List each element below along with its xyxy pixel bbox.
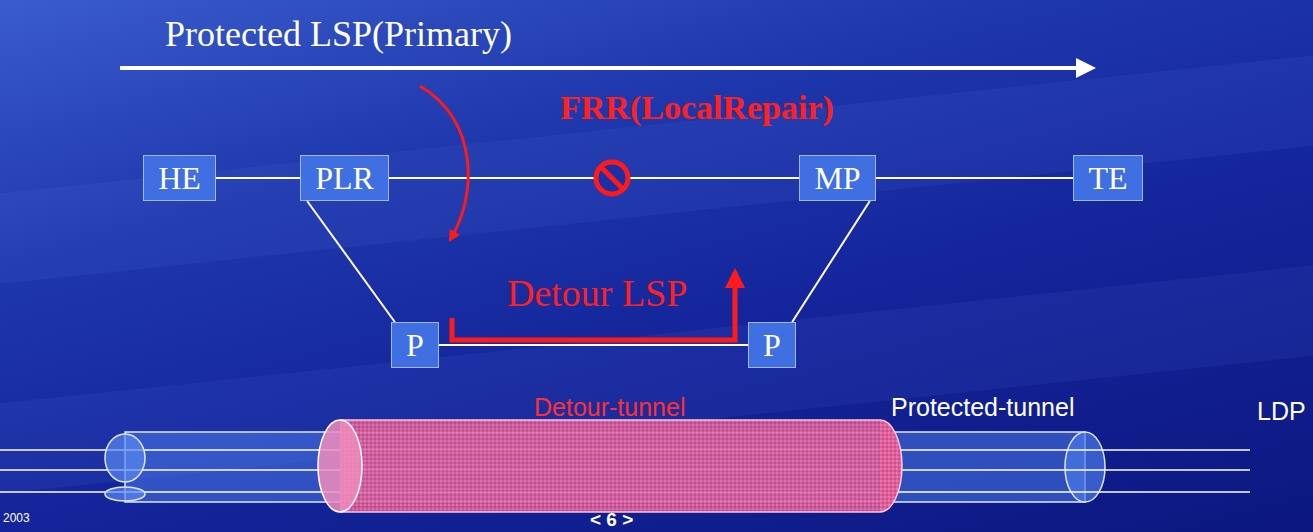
prohibition-sign	[596, 162, 628, 194]
protocol-label: LDP	[1257, 397, 1306, 426]
node-label: MP	[814, 162, 860, 194]
router-box: HE	[143, 155, 216, 201]
tunnel-illustration	[0, 420, 1250, 512]
router-box: MP	[799, 155, 876, 201]
node-label: TE	[1088, 162, 1127, 194]
router-box: P	[391, 322, 439, 368]
detour-label: Detour LSP	[507, 272, 688, 316]
tunnel-label: Protected-tunnel	[891, 393, 1074, 422]
page-number: < 6 >	[590, 509, 633, 531]
node-label: PLR	[315, 162, 374, 194]
detour-path	[452, 272, 735, 340]
node-label: P	[763, 329, 781, 361]
router-box: TE	[1073, 155, 1143, 201]
tunnel-label: Detour-tunnel	[534, 393, 685, 422]
router-box: PLR	[300, 155, 389, 201]
router-box: P	[748, 322, 796, 368]
link-line	[792, 201, 870, 322]
link-line	[216, 177, 300, 179]
node-label: HE	[158, 162, 201, 194]
title-label: Protected LSP(Primary)	[165, 14, 512, 55]
node-label: P	[406, 329, 424, 361]
link-line	[439, 344, 748, 346]
primary-arrow	[120, 66, 1092, 70]
frr-arrow	[420, 86, 468, 240]
frr-label: FRR(LocalRepair)	[560, 88, 834, 127]
link-line	[876, 177, 1073, 179]
date-label: 2003	[3, 512, 30, 526]
link-line	[307, 201, 395, 322]
